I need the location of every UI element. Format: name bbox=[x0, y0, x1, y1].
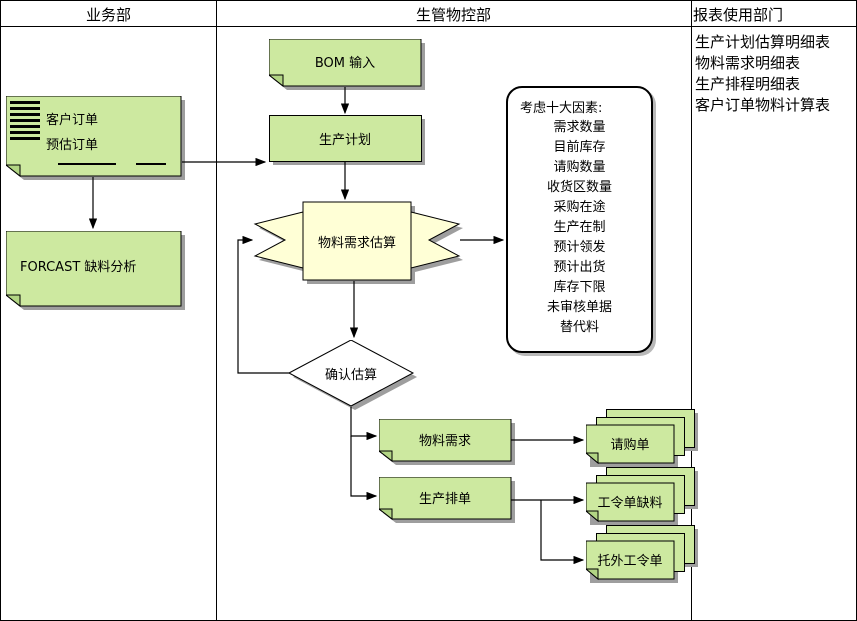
process-shape bbox=[269, 115, 425, 165]
outsourced-work-order-stack: 托外工令单 bbox=[586, 525, 704, 587]
lane-divider-right bbox=[691, 1, 692, 620]
forcast-analysis-document: FORCAST 缺料分析 bbox=[6, 231, 187, 312]
factor-item: 替代料 bbox=[559, 320, 599, 335]
work-order-shortage-label: 工令单缺料 bbox=[597, 495, 663, 511]
order-type-list: 客户订单 预估订单 bbox=[46, 108, 98, 158]
document-shape bbox=[379, 419, 515, 465]
material-requirement-label: 物料需求 bbox=[418, 433, 471, 449]
report-item: 生产计划估算明细表 bbox=[695, 33, 831, 51]
report-list: 生产计划估算明细表 物料需求明细表 生产排程明细表 客户订单物料计算表 bbox=[695, 32, 830, 116]
material-requirement-document: 物料需求 bbox=[379, 419, 517, 467]
document-shape bbox=[6, 231, 185, 310]
document-shape bbox=[6, 96, 185, 180]
factor-item: 未审核单据 bbox=[546, 300, 612, 315]
document-shape bbox=[269, 39, 425, 90]
factor-item: 收货区数量 bbox=[546, 180, 612, 195]
production-scheduling-document: 生产排单 bbox=[379, 477, 517, 525]
factor-item: 请购数量 bbox=[553, 160, 606, 175]
report-item: 物料需求明细表 bbox=[695, 54, 801, 72]
arrow-decision-to-production-scheduling bbox=[350, 436, 378, 501]
production-plan-node: 生产计划 bbox=[269, 115, 427, 167]
purchase-requisition-stack: 请购单 bbox=[586, 409, 704, 471]
arrow-scheduling-to-outsourced-work-order bbox=[540, 500, 585, 565]
material-estimate-burst: 物料需求估算 bbox=[251, 200, 469, 288]
document-shape bbox=[379, 477, 515, 523]
production-scheduling-label: 生产排单 bbox=[418, 491, 471, 507]
swimlane-header-row bbox=[1, 1, 856, 27]
confirm-estimate-label: 确认估算 bbox=[324, 367, 377, 383]
customer-orders-document: 客户订单 预估订单 bbox=[6, 96, 187, 182]
factor-item: 生产在制 bbox=[553, 220, 606, 235]
swimlane-header-business: 业务部 bbox=[1, 1, 216, 27]
swimlane-header-production-control: 生管物控部 bbox=[216, 1, 691, 27]
material-estimate-label: 物料需求估算 bbox=[317, 235, 396, 251]
order-type-customer: 客户订单 bbox=[46, 113, 99, 128]
report-item: 生产排程明细表 bbox=[695, 75, 801, 93]
work-order-shortage-stack: 工令单缺料 bbox=[586, 467, 704, 529]
multi-document-shape bbox=[586, 525, 698, 583]
factor-item: 目前库存 bbox=[553, 140, 606, 155]
confirm-estimate-decision: 确认估算 bbox=[289, 340, 419, 412]
purchase-requisition-label: 请购单 bbox=[610, 437, 650, 453]
bom-input-node: BOM 输入 bbox=[269, 39, 427, 92]
factor-item: 预计领发 bbox=[553, 240, 606, 255]
outsourced-work-order-label: 托外工令单 bbox=[597, 553, 663, 569]
bom-input-label: BOM 输入 bbox=[314, 55, 376, 71]
paper-stack-icon bbox=[10, 101, 40, 140]
swimlane-header-report-users: 报表使用部门 bbox=[693, 1, 856, 27]
multi-document-shape bbox=[586, 409, 698, 467]
lane-title-production-control: 生管物控部 bbox=[415, 5, 491, 24]
ten-factors-title: 考虑十大因素: bbox=[520, 101, 603, 116]
lane-divider-left bbox=[216, 1, 217, 620]
report-item: 客户订单物料计算表 bbox=[695, 96, 831, 114]
factor-item: 预计出货 bbox=[553, 260, 606, 275]
order-type-forecast: 预估订单 bbox=[46, 138, 99, 153]
production-plan-label: 生产计划 bbox=[318, 132, 371, 148]
lane-title-report-users: 报表使用部门 bbox=[693, 5, 784, 24]
burst-shape bbox=[253, 201, 463, 284]
factor-item: 库存下限 bbox=[553, 280, 606, 295]
factor-item: 需求数量 bbox=[553, 120, 606, 135]
forcast-analysis-label: FORCAST 缺料分析 bbox=[20, 259, 137, 275]
lane-title-business: 业务部 bbox=[85, 5, 131, 24]
factor-item: 采购在途 bbox=[553, 200, 606, 215]
multi-document-shape bbox=[586, 467, 698, 525]
decision-shape bbox=[289, 340, 417, 410]
ten-factors-note: 考虑十大因素: 需求数量 目前库存 请购数量 收货区数量 采购在途 生产在制 预… bbox=[506, 86, 653, 353]
